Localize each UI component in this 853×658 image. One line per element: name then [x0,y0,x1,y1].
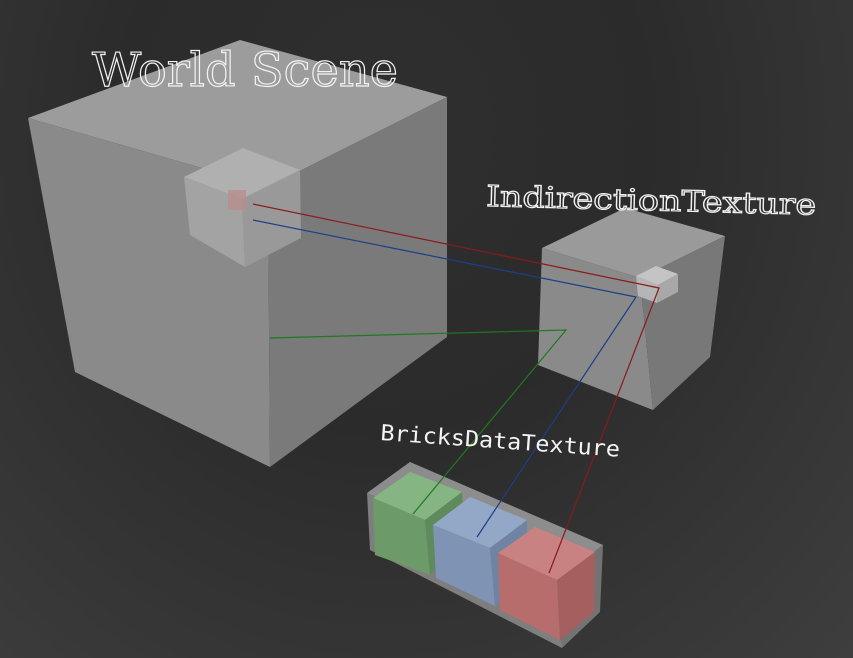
red-mapping-line [252,203,660,574]
indirection-texture-label: IndirectionTexture [486,179,817,222]
blue-mapping-line [252,219,637,538]
red-brick-top [498,527,595,580]
indirection-cube-left-face [538,248,653,410]
world-cube-right-face [268,97,447,467]
sampled-voxel [228,190,246,210]
indirection-cube-top-face [542,208,725,278]
world-scene-label: World Scene [92,43,398,98]
blue-brick-top [433,497,527,548]
indirection-cell-right [657,274,678,303]
red-brick-side [557,552,595,640]
world-cube-top-face [28,40,447,187]
indirection-cell-top [636,266,678,285]
subregion-top-face [184,148,300,199]
world-subregion-cube [184,148,301,267]
subregion-right-face [242,170,301,267]
indirection-texture-cube [538,208,725,410]
red-brick-front [498,553,560,640]
blue-brick-front [433,525,495,606]
bricks-data-texture [367,462,603,648]
green-brick-front [373,498,430,575]
indirection-cell-left [636,276,658,303]
green-mapping-line [269,329,568,515]
green-brick-top [373,472,462,520]
bricks-data-texture-label: BricksDataTexture [380,421,621,463]
